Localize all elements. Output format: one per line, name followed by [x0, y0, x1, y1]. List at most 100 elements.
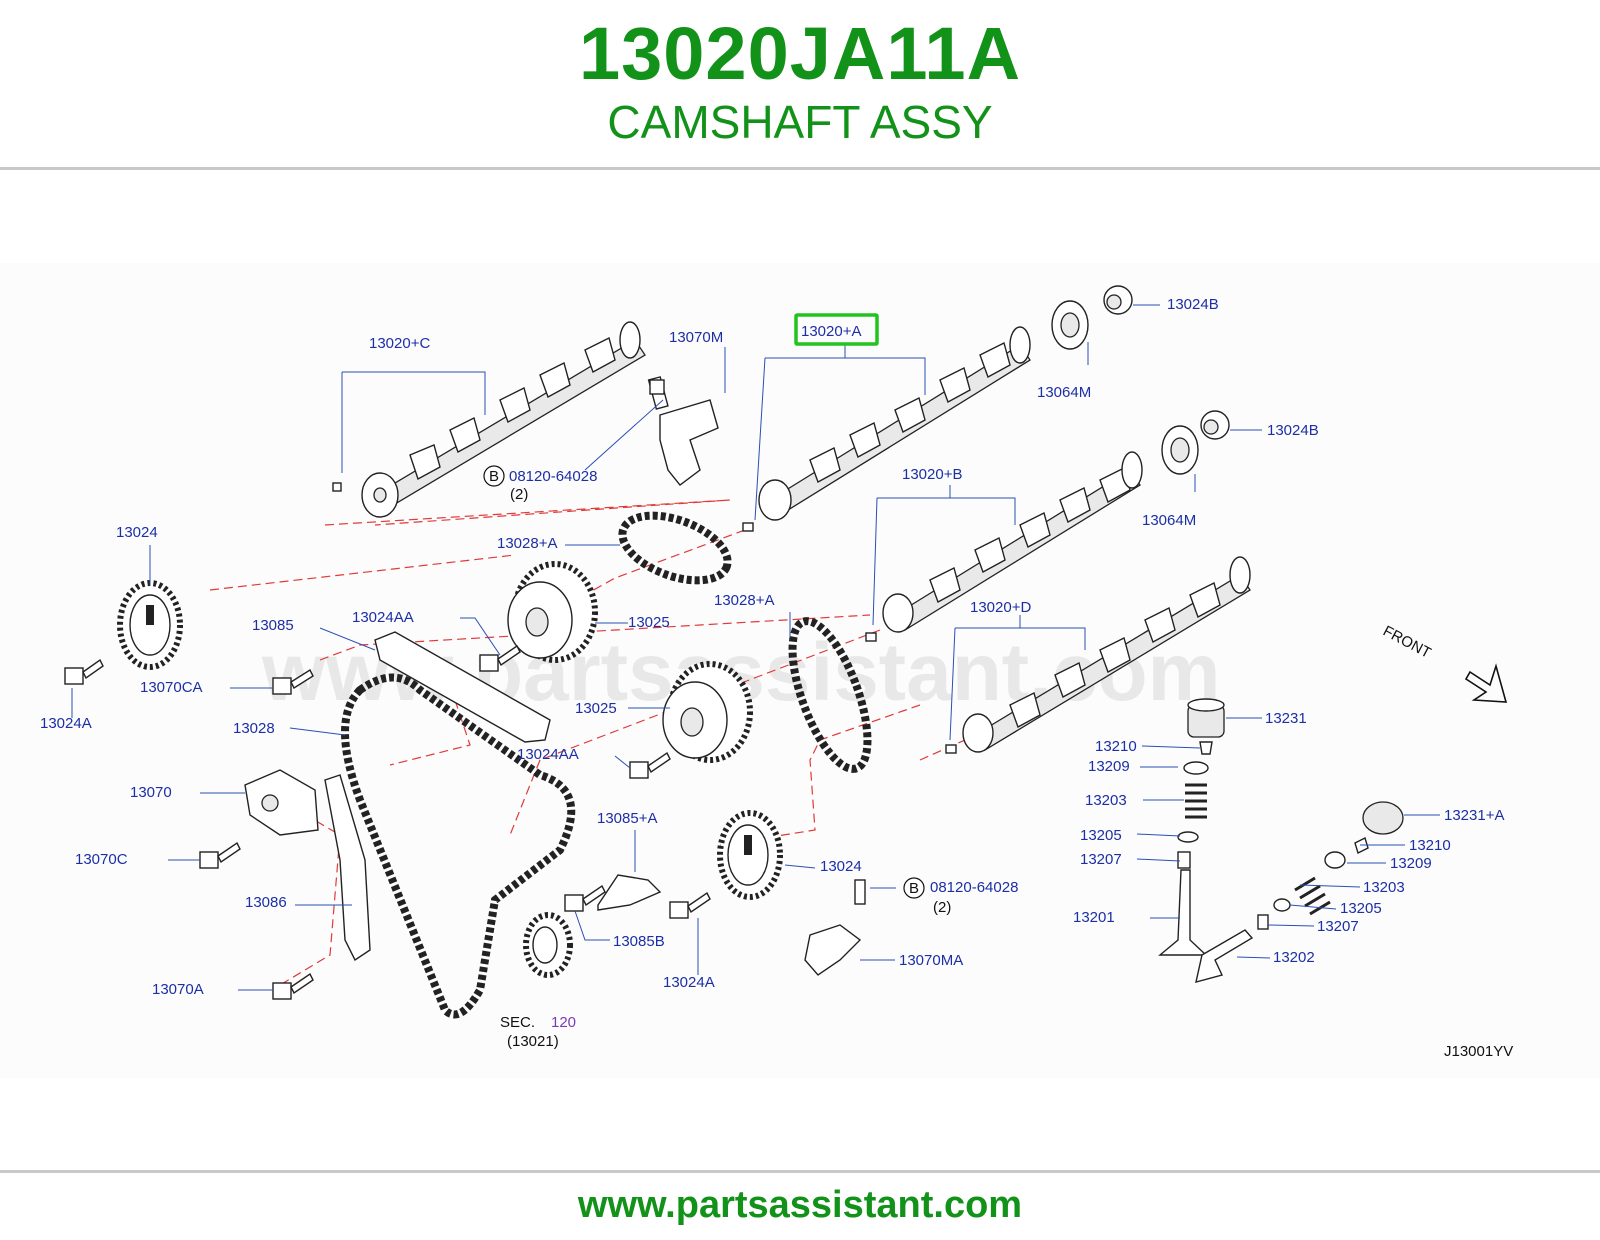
label-08120-64028-bottom[interactable]: 08120-64028 — [930, 879, 1018, 896]
chain-guide-13085[interactable] — [374, 631, 551, 743]
timing-chain-13028[interactable] — [341, 673, 576, 1019]
label-13205-in[interactable]: 13205 — [1080, 827, 1122, 844]
label-13024aa-bottom[interactable]: 13024AA — [517, 746, 579, 763]
label-08120-64028-top[interactable]: 08120-64028 — [509, 468, 597, 485]
label-13070ca[interactable]: 13070CA — [140, 679, 203, 696]
circle-b-top-letter: B — [489, 468, 499, 485]
label-13024-right[interactable]: 13024 — [820, 858, 862, 875]
label-13210-in[interactable]: 13210 — [1095, 738, 1137, 755]
small-chain-13028a-top[interactable] — [614, 503, 737, 593]
label-13209-ex[interactable]: 13209 — [1390, 855, 1432, 872]
part-labels: 13020+C 13070M 13020+A 13024B 13064M 130… — [40, 296, 1513, 1060]
label-13070c[interactable]: 13070C — [75, 851, 128, 868]
alignment-lines — [209, 499, 1011, 986]
label-13070a[interactable]: 13070A — [152, 981, 204, 998]
label-13210-ex[interactable]: 13210 — [1409, 837, 1451, 854]
label-13024b-top[interactable]: 13024B — [1167, 296, 1219, 313]
bolt-13024aa-top[interactable] — [479, 644, 521, 672]
label-13070ma[interactable]: 13070MA — [899, 952, 963, 969]
front-label: FRONT — [1380, 623, 1434, 662]
label-13024b-mid[interactable]: 13024B — [1267, 422, 1319, 439]
seal-13064m-mid[interactable] — [1161, 425, 1199, 475]
cam-sensor-13070ma[interactable] — [804, 879, 866, 976]
circle-b-bottom — [903, 877, 925, 899]
plug-13024b-top[interactable] — [1103, 285, 1133, 315]
label-08120-qty-top: (2) — [510, 486, 528, 503]
bolt-13070c[interactable] — [199, 841, 241, 869]
parts-diagram: www.partsassistant.com — [0, 263, 1600, 1078]
label-13020-b[interactable]: 13020+B — [902, 466, 962, 483]
label-13231a[interactable]: 13231+A — [1444, 807, 1504, 824]
label-13085b[interactable]: 13085B — [613, 933, 665, 950]
label-13020-d[interactable]: 13020+D — [970, 599, 1031, 616]
part-name-subtitle: CAMSHAFT ASSY — [607, 96, 993, 148]
bolt-13070a[interactable] — [272, 972, 314, 1000]
label-13024-left[interactable]: 13024 — [116, 524, 158, 541]
valve-train-intake[interactable] — [1158, 698, 1225, 956]
label-13202[interactable]: 13202 — [1273, 949, 1315, 966]
label-13085[interactable]: 13085 — [252, 617, 294, 634]
label-13207-ex[interactable]: 13207 — [1317, 918, 1359, 935]
label-sec-13021: (13021) — [507, 1033, 559, 1050]
highlight-box — [794, 313, 879, 346]
footer-website-link[interactable]: www.partsassistant.com — [577, 1184, 1023, 1226]
plug-13024b-mid[interactable] — [1200, 410, 1230, 440]
label-13203-in[interactable]: 13203 — [1085, 792, 1127, 809]
header-divider — [0, 167, 1600, 170]
tensioner-13070[interactable] — [244, 769, 319, 836]
front-direction-indicator: FRONT — [1380, 623, 1508, 703]
bolt-13070ca[interactable] — [272, 668, 314, 695]
label-13209-in[interactable]: 13209 — [1088, 758, 1130, 775]
label-13231[interactable]: 13231 — [1265, 710, 1307, 727]
vvt-13025-bottom[interactable] — [662, 661, 753, 763]
bolt-13024a-right[interactable] — [669, 891, 711, 919]
slack-guide-13086[interactable] — [324, 774, 371, 962]
camshaft-b[interactable] — [865, 451, 1143, 642]
label-13020-c[interactable]: 13020+C — [369, 335, 430, 352]
bolt-08120-top[interactable] — [649, 379, 665, 395]
label-13025-top[interactable]: 13025 — [628, 614, 670, 631]
label-13064m-mid[interactable]: 13064M — [1142, 512, 1196, 529]
label-13086[interactable]: 13086 — [245, 894, 287, 911]
label-13203-ex[interactable]: 13203 — [1363, 879, 1405, 896]
label-13205-ex[interactable]: 13205 — [1340, 900, 1382, 917]
label-13025-bottom[interactable]: 13025 — [575, 700, 617, 717]
camshaft-d[interactable] — [945, 556, 1251, 754]
label-13028a-right[interactable]: 13028+A — [714, 592, 774, 609]
label-13024a-left[interactable]: 13024A — [40, 715, 92, 732]
label-13020-a[interactable]: 13020+A — [801, 323, 861, 340]
page-header: 13020JA11A CAMSHAFT ASSY — [0, 0, 1600, 170]
front-arrow-icon — [1464, 663, 1508, 703]
drawing-code: J13001YV — [1444, 1043, 1513, 1060]
label-13070m[interactable]: 13070M — [669, 329, 723, 346]
label-sec-120[interactable]: 120 — [551, 1014, 576, 1031]
label-13028a-top[interactable]: 13028+A — [497, 535, 557, 552]
label-13207-in[interactable]: 13207 — [1080, 851, 1122, 868]
bolt-13024a-left[interactable] — [64, 658, 104, 685]
camshaft-c[interactable] — [332, 321, 646, 518]
label-sec: SEC. — [500, 1014, 535, 1031]
label-13085a[interactable]: 13085+A — [597, 810, 657, 827]
label-13028[interactable]: 13028 — [233, 720, 275, 737]
seal-13064m-top[interactable] — [1051, 300, 1089, 350]
label-08120-qty-bottom: (2) — [933, 899, 951, 916]
label-13064m-top[interactable]: 13064M — [1037, 384, 1091, 401]
bolt-13024aa-bottom[interactable] — [629, 751, 671, 779]
camshaft-a[interactable] — [742, 326, 1031, 532]
label-13024aa-top[interactable]: 13024AA — [352, 609, 414, 626]
crank-sprocket[interactable] — [523, 912, 573, 978]
label-13201[interactable]: 13201 — [1073, 909, 1115, 926]
small-chain-13028a-right[interactable] — [777, 612, 883, 778]
part-number-title: 13020JA11A — [578, 12, 1022, 95]
label-13024a-right[interactable]: 13024A — [663, 974, 715, 991]
vvt-13025-top[interactable] — [507, 561, 598, 663]
sprocket-13024-left[interactable] — [117, 580, 183, 670]
valve-train-exhaust[interactable] — [1195, 801, 1404, 983]
leader-lines — [71, 304, 1440, 991]
bolt-13085b[interactable] — [564, 884, 606, 912]
footer-divider — [0, 1170, 1600, 1173]
guide-bracket-13085a[interactable] — [597, 874, 662, 911]
label-13070[interactable]: 13070 — [130, 784, 172, 801]
sprocket-13024-right[interactable] — [717, 810, 783, 900]
bolts — [64, 379, 711, 1000]
